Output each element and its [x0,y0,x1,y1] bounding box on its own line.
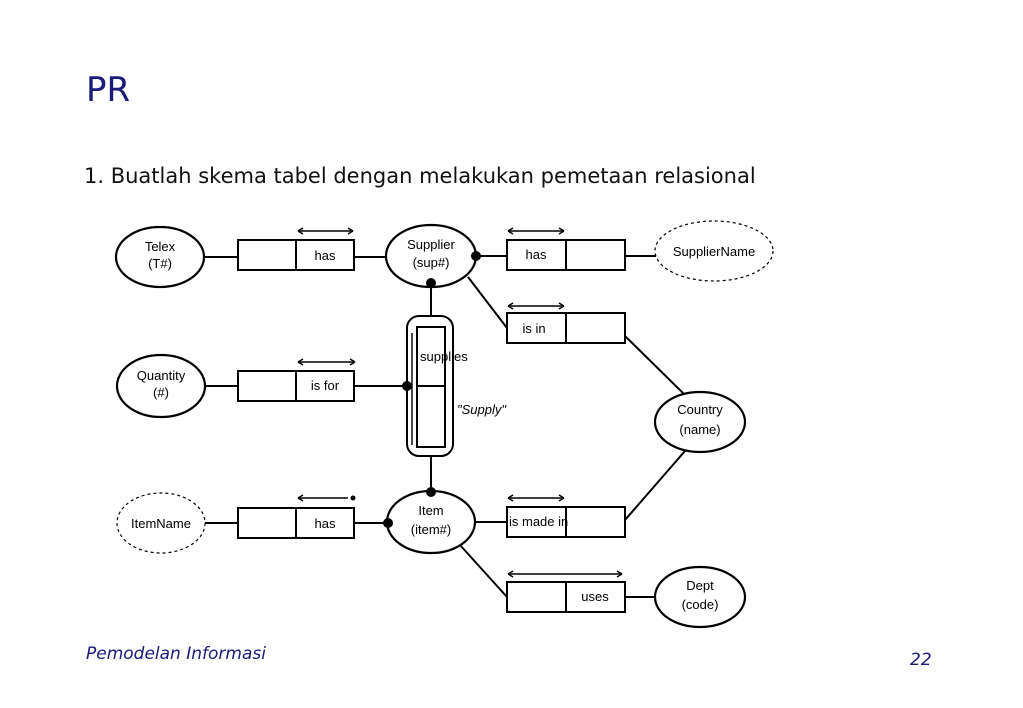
entity-label: Supplier [407,237,455,252]
entity-item: Item (item#) [385,489,477,555]
entity-label: Dept [686,578,714,593]
value-suppliername: SupplierName [654,220,774,282]
fact-supplier-has-name: has [506,227,626,271]
fact-supplies-nested: supplies "Supply" [406,315,507,457]
entity-supplier: Supplier (sup#) [384,223,478,289]
entity-label: Telex [145,239,176,254]
fact-label: uses [581,589,609,604]
entity-label: Quantity [137,368,186,383]
fact-item-made-in: is made in [506,494,626,538]
entity-label: Country [677,402,723,417]
fact-itemname-has: has [237,494,356,539]
entity-telex: Telex (T#) [114,225,206,289]
fact-quantity-is-for: is for [237,358,356,402]
fact-label: has [315,516,336,531]
footer-course-name: Pemodelan Informasi [86,644,266,664]
fact-label: is made in [509,514,568,529]
page-number: 22 [910,650,932,670]
task-text: 1. Buatlah skema tabel dengan melakukan … [84,164,756,188]
fact-label: has [526,247,547,262]
entity-country: Country (name) [653,390,747,454]
entity-ref: (T#) [148,256,172,271]
entity-ref: (sup#) [413,255,450,270]
entity-label: Item [418,503,443,518]
entity-ref: (item#) [411,522,451,537]
value-label: SupplierName [673,244,755,259]
fact-label: supplies [420,349,468,364]
fact-telex-has: has [237,227,355,271]
entity-ref: (name) [679,422,720,437]
entity-ref: (code) [682,597,719,612]
objectified-name: "Supply" [457,402,507,417]
fact-item-uses: uses [506,570,626,613]
fact-supplier-is-in: is in [506,302,626,344]
fact-label: is for [311,378,340,393]
fact-label: is in [522,321,545,336]
value-itemname: ItemName [116,492,206,554]
value-label: ItemName [131,516,191,531]
fact-label: has [315,248,336,263]
slide-title: PR [86,70,131,110]
entity-ref: (#) [153,385,169,400]
entity-dept: Dept (code) [653,565,747,629]
connector-lines [204,255,686,598]
mandatory-dots [383,251,481,528]
entity-quantity: Quantity (#) [115,353,207,419]
